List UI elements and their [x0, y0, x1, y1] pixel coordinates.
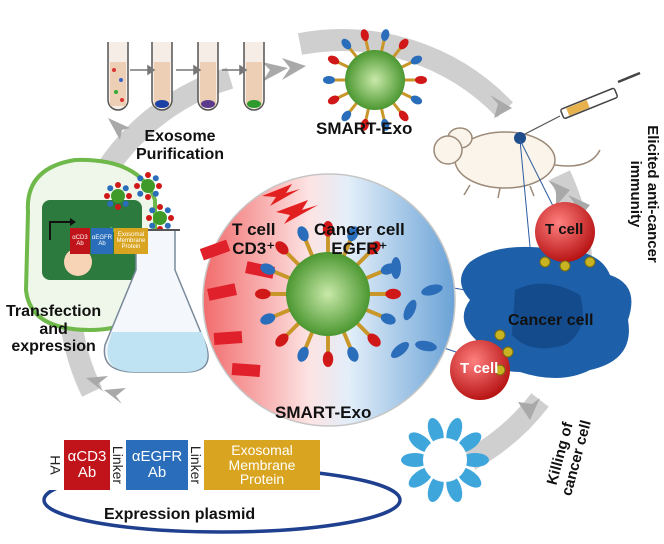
- test-tubes: [107, 42, 265, 111]
- t-cell-upper-label: T cell: [545, 221, 584, 238]
- t-cell-lower-icon: [450, 340, 510, 400]
- test-tube-icon: [107, 42, 129, 111]
- test-tube-icon: [197, 42, 219, 111]
- flask-icon: [103, 229, 209, 373]
- expression-plasmid-label: Expression plasmid: [104, 506, 256, 523]
- ha-tag: HA: [48, 455, 65, 475]
- t-cell-upper-icon: [535, 202, 595, 262]
- cancer-cell-label: Cancer cell: [508, 312, 594, 329]
- secreted-exosomes: [104, 172, 174, 232]
- linker-segment-2: Linker: [188, 445, 205, 485]
- syringe-icon: [524, 71, 641, 135]
- smart-exo-particle: [323, 29, 427, 131]
- cycle-chevrons: [86, 58, 590, 420]
- cancer-cell-icon: [461, 246, 632, 379]
- smart-exo-center-label: SMART-Exo: [275, 403, 372, 422]
- bound-exosomes: [494, 256, 596, 376]
- test-tube-icon: [151, 42, 173, 111]
- t-cell-lower-label: T cell: [460, 360, 499, 377]
- smart-exo-top-label: SMART-Exo: [316, 119, 413, 138]
- linker-segment-1: Linker: [110, 445, 127, 485]
- test-tube-icon: [243, 42, 265, 111]
- interaction-circle: [199, 173, 456, 427]
- mouse-icon: [433, 127, 601, 199]
- dead-cancer-cell-icon: [401, 417, 489, 503]
- lightning-icon: [262, 184, 318, 224]
